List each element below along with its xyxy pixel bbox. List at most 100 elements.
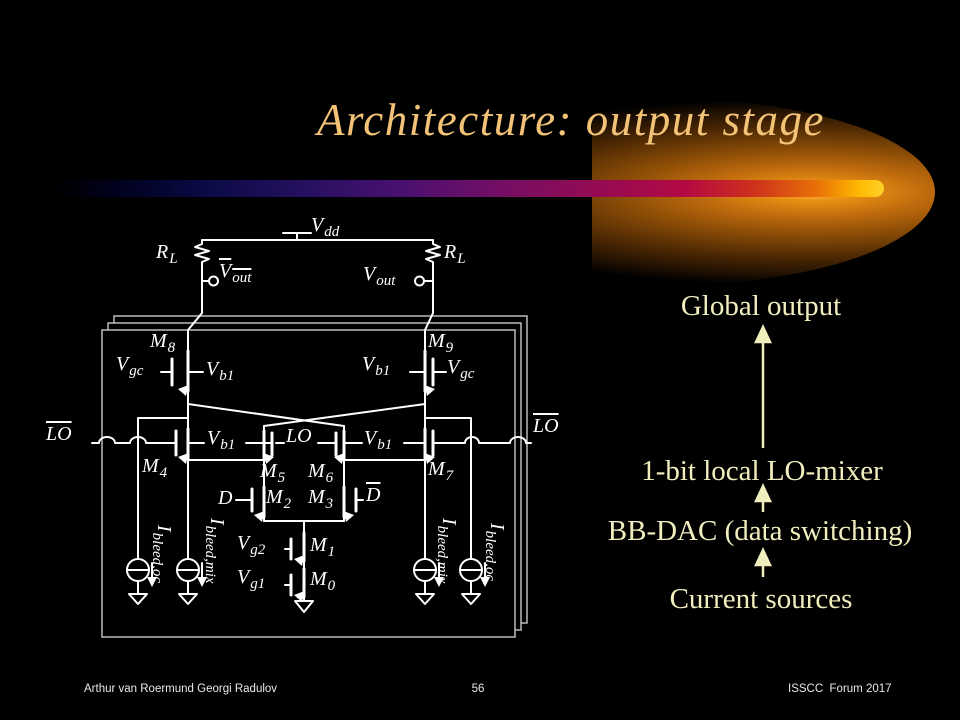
ibleed-mix-right-arrowhead bbox=[434, 577, 444, 587]
label-ibleed-mix-right: Ibleed,mix bbox=[434, 518, 460, 584]
flow-item-bb-dac: BB-DAC (data switching) bbox=[607, 515, 913, 547]
label-m2-main: M bbox=[266, 486, 283, 508]
label-vb1-mid-left: Vb1 bbox=[207, 427, 235, 453]
flow-arrow-mid-head bbox=[754, 483, 772, 503]
transistor-m8 bbox=[160, 349, 204, 393]
label-ibleed-oc-main: I bbox=[153, 525, 175, 532]
label-ibleed-mix-main: I bbox=[206, 518, 228, 525]
label-lo-main: LO bbox=[46, 423, 72, 445]
label-m1: M1 bbox=[310, 534, 335, 560]
transistor-m9 bbox=[409, 349, 447, 393]
label-rl-main: R bbox=[444, 241, 457, 263]
label-m6-main: M bbox=[308, 460, 325, 482]
switch-tail-join bbox=[263, 520, 345, 534]
ibleed-oc-right-arrowhead bbox=[480, 577, 490, 587]
label-vgc-main: V bbox=[116, 353, 129, 375]
label-vdd: Vdd bbox=[311, 214, 339, 240]
label-ibleed-oc-right: Ibleed,oc bbox=[482, 523, 508, 581]
label-vg2: Vg2 bbox=[237, 533, 265, 558]
label-m8-sub: 8 bbox=[167, 340, 176, 356]
label-vdd-main: V bbox=[311, 214, 324, 236]
label-d-main: D bbox=[218, 487, 233, 509]
label-m0: M0 bbox=[310, 569, 335, 594]
ibleed-mix-left-arrowhead bbox=[197, 577, 207, 587]
label-m7-sub: 7 bbox=[445, 468, 454, 484]
footer-authors: Arthur van Roermund Georgi Radulov bbox=[84, 683, 278, 695]
label-vout-sub: out bbox=[232, 270, 252, 286]
label-m3: M3 bbox=[308, 486, 333, 512]
label-m8: M8 bbox=[150, 331, 175, 356]
resistor-rl-right bbox=[424, 239, 441, 352]
ibleed-oc-left-arrowhead bbox=[147, 577, 157, 587]
label-vb1-main: V bbox=[206, 358, 219, 380]
label-m4-sub: 4 bbox=[159, 465, 168, 481]
label-vgc-sub: gc bbox=[129, 363, 144, 379]
cross-coupling-wires bbox=[187, 403, 426, 427]
m5-source-arrow bbox=[263, 453, 274, 464]
label-ibleed-mix-main: I bbox=[438, 518, 460, 525]
m2-source-arrow bbox=[254, 511, 265, 522]
label-lo-center: LO bbox=[286, 426, 312, 447]
m8-source-arrow bbox=[178, 385, 189, 396]
label-vb1-main: V bbox=[362, 353, 375, 375]
lo-input-wire-right bbox=[434, 436, 532, 444]
label-lo-bar-right: LO bbox=[533, 416, 559, 437]
label-vgc-sub: gc bbox=[460, 366, 475, 382]
label-m3-main: M bbox=[308, 486, 325, 508]
label-ibleed-oc-left: Ibleed,oc bbox=[149, 525, 175, 583]
label-vout-main: V bbox=[363, 263, 376, 285]
label-m0-sub: 0 bbox=[327, 578, 336, 594]
label-rl-main: R bbox=[156, 241, 169, 263]
flow-arrow-long-head bbox=[754, 324, 772, 344]
slide-title: Architecture: output stage bbox=[316, 95, 826, 145]
current-source-ibleed-mix-right bbox=[413, 558, 440, 605]
flow-item-current-sources: Current sources bbox=[669, 583, 853, 615]
label-ibleed-mix-left: Ibleed,mix bbox=[202, 518, 228, 584]
label-vb1-sub: b1 bbox=[377, 437, 393, 453]
label-d-main: D bbox=[366, 484, 381, 506]
label-vb1-mid-right: Vb1 bbox=[364, 427, 392, 453]
label-lo-main: LO bbox=[286, 425, 312, 447]
label-vout-main: V bbox=[219, 260, 232, 282]
label-m9-main: M bbox=[428, 330, 445, 352]
label-rl-right: RL bbox=[444, 241, 466, 267]
current-source-ibleed-oc-left bbox=[126, 558, 153, 605]
label-vb1-sub: b1 bbox=[220, 437, 236, 453]
label-vb1-m9: Vb1 bbox=[362, 353, 390, 379]
label-vb1-m8: Vb1 bbox=[206, 358, 234, 384]
resistor-rl-left bbox=[187, 239, 210, 352]
label-vb1-main: V bbox=[207, 427, 220, 449]
flow-item-global-output: Global output bbox=[680, 290, 842, 322]
label-ibleed-oc-sub: bleed,oc bbox=[482, 530, 498, 582]
label-d-bar: D bbox=[366, 485, 380, 506]
title-gradient-bar bbox=[54, 180, 884, 197]
m9-source-arrow bbox=[424, 385, 435, 396]
label-m5-sub: 5 bbox=[277, 470, 286, 486]
label-vg2-sub: g2 bbox=[250, 542, 266, 558]
label-m9-sub: 9 bbox=[445, 340, 454, 356]
m3-source-arrow bbox=[343, 511, 354, 522]
label-m5-main: M bbox=[260, 460, 277, 482]
footer-venue: ISSCC Forum 2017 bbox=[788, 683, 892, 695]
label-lo-main: LO bbox=[533, 415, 559, 437]
label-m2-sub: 2 bbox=[283, 496, 292, 512]
flow-arrow-bottom-head bbox=[754, 547, 772, 567]
lo-input-wire-left bbox=[91, 436, 177, 444]
label-m1-main: M bbox=[310, 534, 327, 556]
m1-source-arrow bbox=[294, 555, 305, 566]
m6-source-arrow bbox=[334, 453, 345, 464]
label-vb1-main: V bbox=[364, 427, 377, 449]
flow-item-lo-mixer: 1-bit local LO-mixer bbox=[641, 455, 883, 487]
label-vout-sub: out bbox=[376, 273, 396, 289]
label-m3-sub: 3 bbox=[325, 496, 334, 512]
label-vg1-sub: g1 bbox=[250, 576, 266, 592]
label-d: D bbox=[218, 488, 232, 509]
label-ibleed-mix-sub: bleed,mix bbox=[202, 525, 218, 584]
m0-source-arrow bbox=[294, 591, 305, 602]
output-terminal-right bbox=[414, 275, 434, 287]
vdd-rail bbox=[201, 232, 434, 241]
m4-source-arrow bbox=[178, 453, 189, 464]
label-m6: M6 bbox=[308, 460, 333, 486]
